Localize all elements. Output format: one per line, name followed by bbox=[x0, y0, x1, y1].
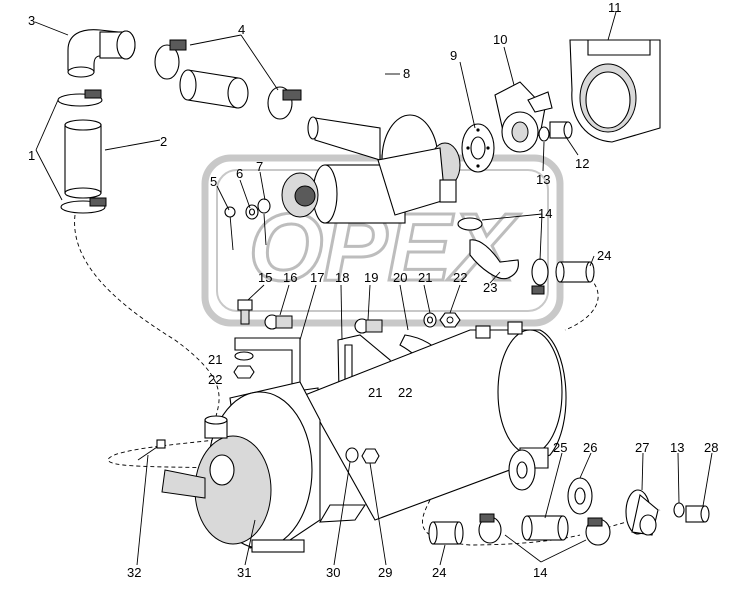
label-part-31: 31 bbox=[237, 565, 251, 580]
tube-sleeve-part-2-upper bbox=[179, 69, 249, 109]
label-part-12: 12 bbox=[575, 156, 589, 171]
nipple-part-12 bbox=[549, 121, 573, 139]
label-part-3: 3 bbox=[28, 13, 35, 28]
clamp-part-1-upper bbox=[57, 89, 103, 107]
label-part-22-left: 22 bbox=[208, 372, 222, 387]
label-part-16: 16 bbox=[283, 270, 297, 285]
valve-part-10 bbox=[494, 81, 553, 153]
label-part-15: 15 bbox=[258, 270, 272, 285]
label-part-21-mid: 21 bbox=[368, 385, 382, 400]
cover-part-11 bbox=[569, 39, 661, 143]
clamp-part-4-right bbox=[267, 86, 302, 120]
label-part-22-mid: 22 bbox=[398, 385, 412, 400]
clamp-part-14-mid bbox=[531, 258, 549, 295]
pin-part-5 bbox=[224, 206, 236, 251]
clamp-part-4-left bbox=[154, 39, 187, 80]
label-part-7: 7 bbox=[256, 159, 263, 174]
label-part-1: 1 bbox=[28, 148, 35, 163]
label-part-24-upper: 24 bbox=[597, 248, 611, 263]
bolt-part-16 bbox=[264, 314, 293, 330]
washer-part-6 bbox=[245, 204, 259, 220]
part-labels: 3 4 1 2 5 6 7 8 9 10 11 12 13 14 15 16 1… bbox=[28, 0, 718, 580]
nipple-part-28 bbox=[685, 505, 710, 523]
gasket-part-13-lower bbox=[673, 502, 685, 518]
label-part-24-lower: 24 bbox=[432, 565, 446, 580]
label-part-32: 32 bbox=[127, 565, 141, 580]
label-part-22-top: 22 bbox=[453, 270, 467, 285]
clamp-part-14-lower-right bbox=[585, 517, 611, 546]
housing-part-31 bbox=[161, 381, 321, 553]
label-part-14-lower: 14 bbox=[533, 565, 547, 580]
nut-part-22-top bbox=[439, 312, 461, 328]
bolt-part-32 bbox=[137, 439, 166, 461]
label-part-25: 25 bbox=[553, 440, 567, 455]
tube-sleeve-part-2-lower bbox=[64, 119, 102, 199]
label-part-5: 5 bbox=[210, 174, 217, 189]
bolt-part-15 bbox=[237, 299, 253, 325]
clamp-part-14-lower-left bbox=[478, 513, 502, 544]
label-part-19: 19 bbox=[364, 270, 378, 285]
label-part-13-lower: 13 bbox=[670, 440, 684, 455]
label-part-18: 18 bbox=[335, 270, 349, 285]
tube-part-25 bbox=[521, 515, 569, 541]
label-part-29: 29 bbox=[378, 565, 392, 580]
label-part-23: 23 bbox=[483, 280, 497, 295]
flange-part-9 bbox=[461, 123, 495, 173]
label-part-17: 17 bbox=[310, 270, 324, 285]
sleeve-part-24-upper bbox=[555, 261, 595, 283]
washer-part-21-left bbox=[234, 351, 254, 361]
label-part-30: 30 bbox=[326, 565, 340, 580]
label-part-13-upper: 13 bbox=[536, 172, 550, 187]
hose-part-23 bbox=[469, 239, 519, 280]
label-part-10: 10 bbox=[493, 32, 507, 47]
label-part-28: 28 bbox=[704, 440, 718, 455]
label-part-4: 4 bbox=[238, 22, 245, 37]
label-part-27: 27 bbox=[635, 440, 649, 455]
label-part-9: 9 bbox=[450, 48, 457, 63]
flange-part-27 bbox=[625, 489, 659, 536]
air-cleaner-part-8 bbox=[281, 114, 461, 224]
nut-part-22-left bbox=[233, 365, 255, 379]
flange-part-muffler-outlet bbox=[508, 449, 536, 491]
clamp-part-1-lower bbox=[60, 197, 107, 214]
bolt-part-19 bbox=[354, 318, 383, 334]
label-part-26: 26 bbox=[583, 440, 597, 455]
washer-part-7 bbox=[257, 198, 271, 246]
label-part-20: 20 bbox=[393, 270, 407, 285]
gasket-part-13-upper bbox=[538, 126, 550, 142]
label-part-14-upper: 14 bbox=[538, 206, 552, 221]
nut-part-29 bbox=[361, 448, 380, 464]
label-part-21-top: 21 bbox=[418, 270, 432, 285]
flange-part-26 bbox=[567, 477, 593, 515]
washer-part-30 bbox=[345, 447, 359, 463]
label-part-6: 6 bbox=[236, 166, 243, 181]
label-part-2: 2 bbox=[160, 134, 167, 149]
label-part-21-left: 21 bbox=[208, 352, 222, 367]
washer-part-21-top bbox=[423, 312, 437, 328]
leader-lines bbox=[34, 11, 713, 566]
sleeve-part-24-lower bbox=[428, 521, 464, 545]
clamp-part-14-upper bbox=[457, 217, 483, 231]
elbow-pipe-part-3 bbox=[67, 29, 136, 78]
label-part-11: 11 bbox=[608, 0, 622, 15]
label-part-8: 8 bbox=[403, 66, 410, 81]
